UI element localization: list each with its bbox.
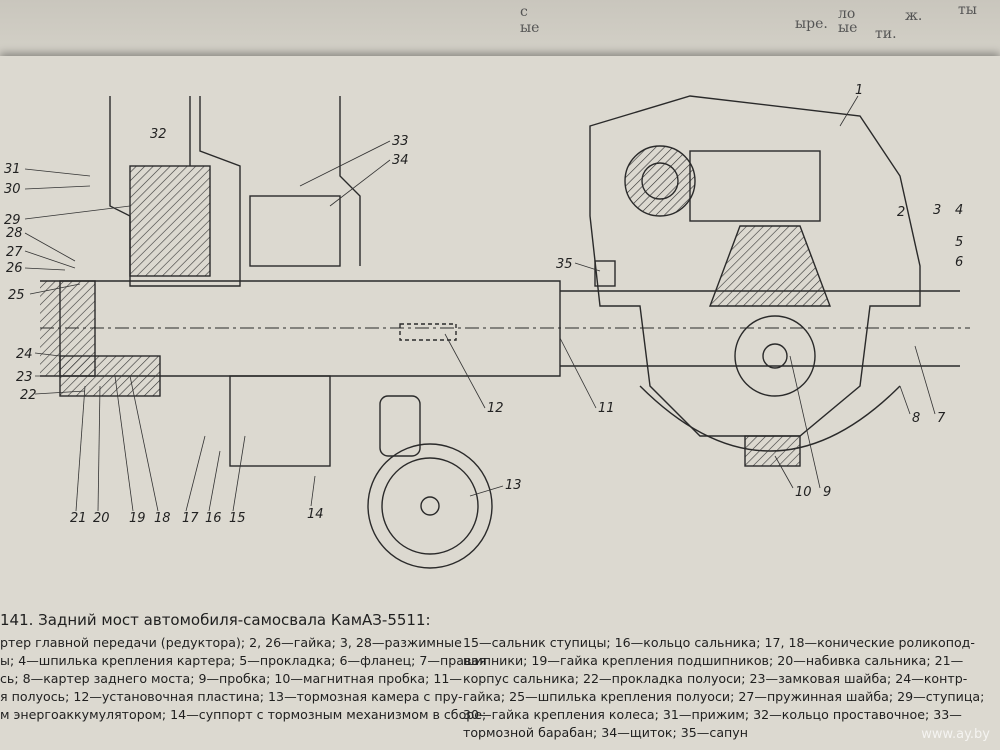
callout-11: 11	[598, 401, 615, 416]
drive-pinion-flange	[624, 145, 696, 217]
legend-line: ы; 4—шпилька крепления картера; 5—прокла…	[0, 653, 487, 668]
prev-page-fragment: ыре.	[795, 16, 828, 32]
callout-14: 14	[307, 507, 324, 522]
callout-33: 33	[392, 134, 409, 149]
brake-chamber	[367, 443, 493, 569]
callout-8: 8	[912, 411, 920, 426]
magnetic-plug-boss	[744, 435, 801, 467]
callout-22: 22	[20, 388, 37, 403]
legend-left-column: ртер главной передачи (редуктора); 2, 26…	[0, 634, 487, 724]
legend-line: ртер главной передачи (редуктора); 2, 26…	[0, 635, 462, 650]
callout-24: 24	[16, 347, 33, 362]
callout-34: 34	[392, 153, 409, 168]
prev-page-fragment: с	[520, 4, 528, 20]
callout-1: 1	[855, 83, 863, 98]
legend-line: сь; 8—картер заднего моста; 9—пробка; 10…	[0, 671, 462, 686]
callout-26: 26	[6, 261, 23, 276]
callout-9: 9	[823, 485, 831, 500]
callout-32: 32	[150, 127, 167, 142]
prev-page-fragment: ые	[838, 20, 858, 36]
differential-housing	[589, 95, 921, 437]
callout-12: 12	[487, 401, 504, 416]
prev-page-fragment: ти.	[875, 26, 897, 42]
callout-6: 6	[955, 255, 963, 270]
callout-10: 10	[795, 485, 812, 500]
callout-7: 7	[937, 411, 946, 426]
breather	[594, 260, 616, 287]
callout-28: 28	[6, 226, 23, 241]
legend-line: 30—гайка крепления колеса; 31—прижим; 32…	[463, 707, 962, 722]
legend-line: корпус сальника; 22—прокладка полуоси; 2…	[463, 671, 968, 686]
callout-25: 25	[8, 288, 25, 303]
callout-19: 19	[129, 511, 146, 526]
callout-17: 17	[182, 511, 199, 526]
callout-3: 3	[933, 203, 941, 218]
callout-31: 31	[4, 162, 21, 177]
mounting-plate	[399, 323, 457, 341]
callout-5: 5	[955, 235, 963, 250]
rear-axle-drawing: 1 2 3 4 5 6 7 8 9 10 11 12 13 14 15 16 1…	[4, 83, 970, 569]
callout-13: 13	[505, 478, 522, 493]
figure-caption: 141. Задний мост автомобиля-самосвала Ка…	[0, 611, 431, 629]
brake-chamber-hub	[420, 496, 440, 516]
callout-35: 35	[556, 257, 573, 272]
callout-27: 27	[6, 245, 23, 260]
hub-hatched-section	[129, 165, 211, 277]
callout-18: 18	[154, 511, 171, 526]
legend-line: м энергоаккумулятором; 14—суппорт с торм…	[0, 707, 487, 722]
prev-page-fragment: ты	[958, 2, 977, 18]
callout-29: 29	[4, 213, 21, 228]
leader-lines	[24, 95, 936, 512]
legend-line: шипники; 19—гайка крепления подшипников;…	[463, 653, 964, 668]
callout-16: 16	[205, 511, 222, 526]
brake-bracket	[249, 195, 341, 267]
brake-drum-outline	[189, 96, 361, 266]
callout-4: 4	[955, 203, 963, 218]
book-page: 1 2 3 4 5 6 7 8 9 10 11 12 13 14 15 16 1…	[0, 56, 1000, 750]
legend-line: я полуось; 12—установочная пластина; 13—…	[0, 689, 463, 704]
callout-20: 20	[93, 511, 110, 526]
callout-labels: 1 2 3 4 5 6 7 8 9 10 11 12 13 14 15 16 1…	[4, 83, 963, 526]
crown-gear	[708, 225, 832, 307]
prev-page-fragment: ло	[838, 6, 856, 22]
callout-2: 2	[897, 205, 905, 220]
callout-15: 15	[229, 511, 246, 526]
prev-page-fragment: ые	[520, 20, 540, 36]
legend-right-column: 15—сальник ступицы; 16—кольцо сальника; …	[463, 634, 993, 742]
brake-chamber-inner	[381, 457, 479, 555]
callout-23: 23	[16, 370, 33, 385]
legend-line: 15—сальник ступицы; 16—кольцо сальника; …	[463, 635, 975, 650]
drive-pinion-center	[641, 162, 679, 200]
callout-30: 30	[4, 182, 21, 197]
differential-pin	[762, 343, 788, 369]
brake-support	[229, 375, 331, 467]
prev-page-fragment: ж.	[905, 8, 923, 24]
differential-gears	[734, 315, 816, 397]
callout-21: 21	[70, 511, 87, 526]
chamber-mount	[379, 395, 421, 457]
drive-pinion-shaft	[689, 150, 821, 222]
legend-line: гайка; 25—шпилька крепления полуоси; 27—…	[463, 689, 985, 704]
watermark: www.ay.by	[921, 727, 990, 742]
legend-line: тормозной барабан; 34—щиток; 35—сапун	[463, 725, 748, 740]
